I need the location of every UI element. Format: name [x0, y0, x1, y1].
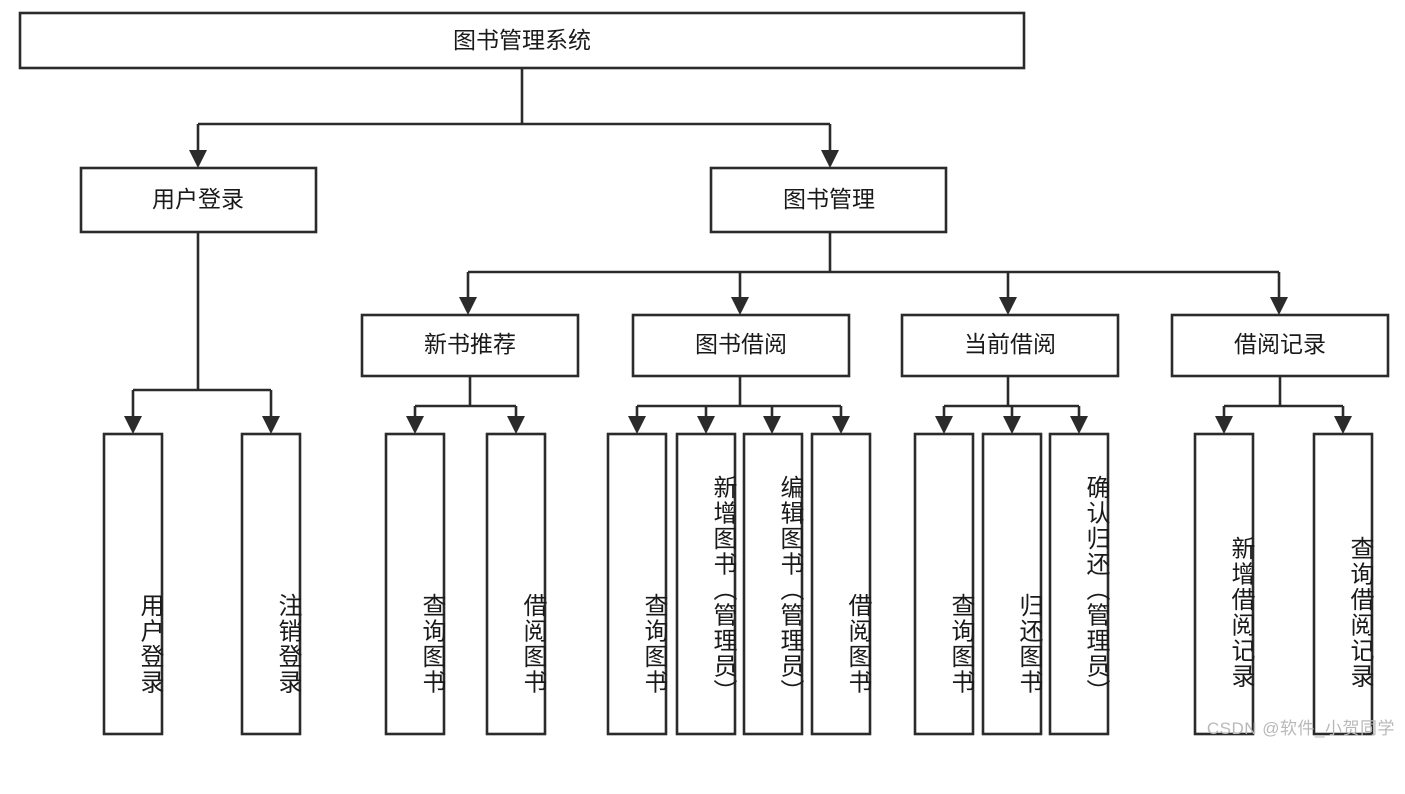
node-root[interactable]: 图书管理系统	[18, 11, 1026, 70]
connector-group-new-book-rec	[406, 376, 525, 434]
connector-group-borrow-record	[1215, 376, 1352, 434]
connector-group-user-login	[124, 232, 280, 434]
node-borrow-record[interactable]: 借阅记录	[1170, 313, 1390, 378]
leaf-box-return-book[interactable]	[981, 432, 1043, 736]
leaf-box-query-book-1[interactable]	[384, 432, 446, 736]
leaf-box-borrow-book-2[interactable]	[810, 432, 872, 736]
node-current-borrow[interactable]: 当前借阅	[900, 313, 1120, 378]
node-borrow-record-box[interactable]	[1170, 313, 1390, 378]
arrow-head-leaf-add-record	[1215, 416, 1233, 434]
leaf-box-edit-book[interactable]	[742, 432, 804, 736]
leaf-box-borrow-book-1[interactable]	[485, 432, 547, 736]
node-root-label: 图书管理系统	[453, 27, 591, 53]
node-book-manage-box[interactable]	[709, 166, 948, 234]
leaf-box-user-logout[interactable]	[240, 432, 302, 736]
diagram-canvas: 图书管理系统 用户登录 图书管理 新书推荐 图书借阅 当前借阅 借阅记录	[18, 11, 1395, 738]
leaf-box-confirm-return[interactable]	[1048, 432, 1110, 736]
connector-group-current-borrow	[935, 376, 1088, 434]
leaf-box-query-record[interactable]	[1312, 432, 1374, 736]
node-current-borrow-box[interactable]	[900, 313, 1120, 378]
connector-group-book-borrow	[628, 376, 850, 434]
node-user-login[interactable]: 用户登录	[79, 166, 318, 234]
connector-group-book-manage	[459, 232, 1288, 315]
node-root-box[interactable]	[18, 11, 1026, 70]
node-book-manage[interactable]: 图书管理	[709, 166, 948, 234]
arrow-head-book-borrow	[731, 297, 749, 315]
watermark-text: CSDN @软件_小贺同学	[1206, 719, 1395, 738]
arrow-head-leaf-confirm-return	[1070, 416, 1088, 434]
arrow-head-leaf-query-book-1	[406, 416, 424, 434]
arrow-head-current-borrow	[999, 297, 1017, 315]
node-borrow-record-label: 借阅记录	[1234, 331, 1326, 357]
arrow-head-leaf-borrow-book-1	[507, 416, 525, 434]
node-current-borrow-label: 当前借阅	[964, 331, 1056, 357]
diagram-svg: 图书管理系统 用户登录 图书管理 新书推荐 图书借阅 当前借阅 借阅记录	[18, 11, 1390, 736]
node-book-borrow-box[interactable]	[631, 313, 851, 378]
arrow-head-leaf-return-book	[1003, 416, 1021, 434]
arrow-head-leaf-query-record	[1334, 416, 1352, 434]
node-user-login-box[interactable]	[79, 166, 318, 234]
arrow-head-book-manage	[821, 150, 839, 168]
node-book-borrow-label: 图书借阅	[695, 331, 787, 357]
arrow-head-leaf-user-logout	[262, 416, 280, 434]
leaf-box-query-book-2[interactable]	[606, 432, 668, 736]
node-new-book-rec-label: 新书推荐	[424, 331, 516, 357]
arrow-head-leaf-query-book-3	[935, 416, 953, 434]
leaf-box-query-book-3[interactable]	[913, 432, 975, 736]
leaf-box-add-book[interactable]	[675, 432, 737, 736]
arrow-head-leaf-add-book	[697, 416, 715, 434]
arrow-head-borrow-record	[1270, 297, 1288, 315]
node-user-login-label: 用户登录	[152, 186, 244, 212]
arrow-head-leaf-user-login	[124, 416, 142, 434]
arrow-head-user-login	[189, 150, 207, 168]
node-book-manage-label: 图书管理	[783, 186, 875, 212]
arrow-head-leaf-query-book-2	[628, 416, 646, 434]
leaf-box-add-record[interactable]	[1193, 432, 1255, 736]
leaf-box-user-login[interactable]	[102, 432, 164, 736]
arrow-head-new-book-rec	[459, 297, 477, 315]
arrow-head-leaf-edit-book	[763, 416, 781, 434]
node-new-book-rec-box[interactable]	[360, 313, 580, 378]
connector-group-root	[189, 68, 839, 168]
arrow-head-leaf-borrow-book-2	[832, 416, 850, 434]
leaf-box-group	[102, 432, 1374, 736]
node-book-borrow[interactable]: 图书借阅	[631, 313, 851, 378]
node-new-book-rec[interactable]: 新书推荐	[360, 313, 580, 378]
